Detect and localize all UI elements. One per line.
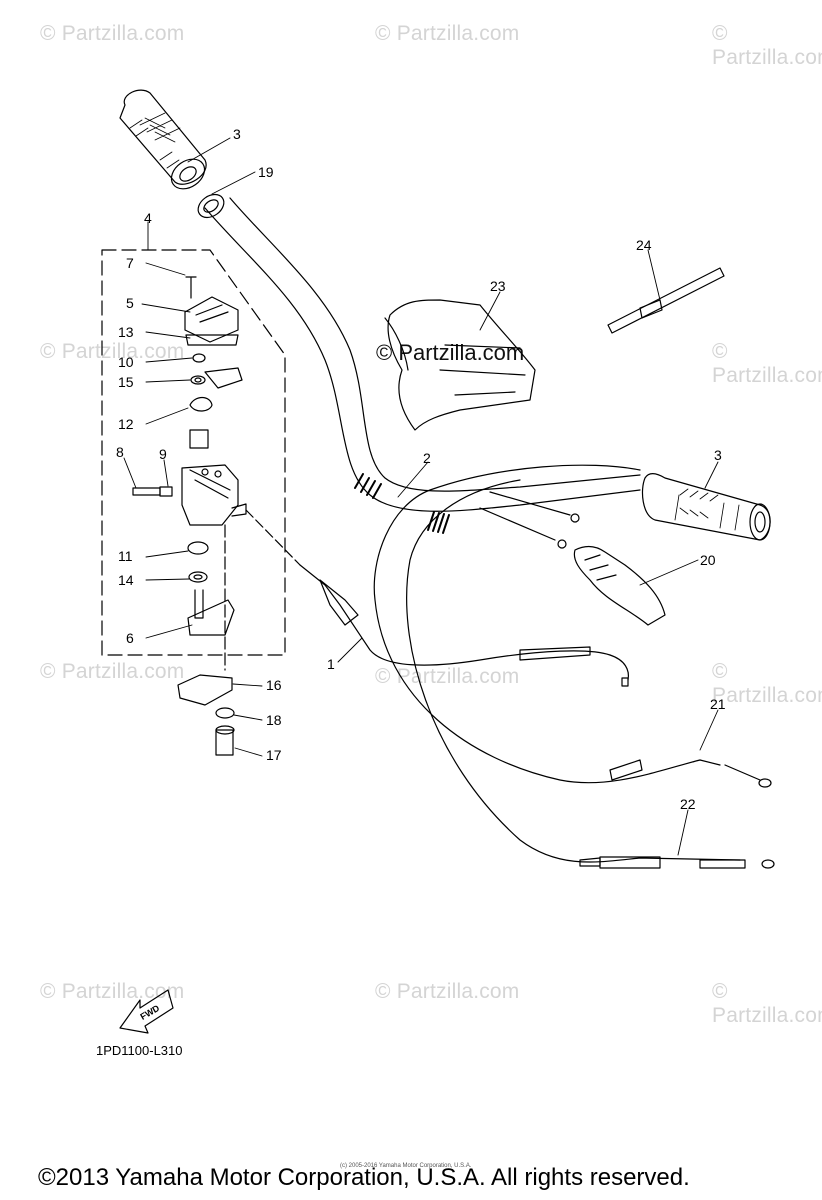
watermark: © Partzilla.com — [40, 22, 185, 45]
diagram-code: 1PD1100-L310 — [96, 1043, 183, 1058]
callout-2: 2 — [423, 450, 431, 466]
cover — [384, 299, 536, 431]
watermark: © Partzilla.com — [375, 22, 520, 45]
callout-18: 18 — [266, 712, 282, 728]
copyright-notice: ©2013 Yamaha Motor Corporation, U.S.A. A… — [38, 1164, 690, 1191]
callout-15: 15 — [118, 374, 134, 390]
callout-20: 20 — [700, 552, 716, 568]
left-grip — [119, 89, 207, 190]
brake-cables — [373, 464, 775, 869]
callout-16: 16 — [266, 677, 282, 693]
callout-21: 21 — [710, 696, 726, 712]
watermark: © Partzilla.com — [712, 22, 822, 69]
callout-10: 10 — [118, 354, 134, 370]
tie-strap — [607, 267, 725, 334]
callout-22: 22 — [680, 796, 696, 812]
callout-8: 8 — [116, 444, 124, 460]
callout-12: 12 — [118, 416, 134, 432]
callout-14: 14 — [118, 572, 134, 588]
fwd-arrow — [119, 989, 174, 1034]
callout-9: 9 — [159, 446, 167, 462]
callout-5: 5 — [126, 295, 134, 311]
watermark: © Partzilla.com — [712, 340, 822, 387]
boot — [573, 545, 666, 626]
watermark: © Partzilla.com — [40, 340, 185, 363]
handlebar — [204, 197, 641, 534]
throttle-cable — [245, 509, 630, 687]
small-print: (c) 2005-2016 Yamaha Motor Corporation, … — [340, 1163, 472, 1169]
fwd-label: FWD — [138, 1003, 161, 1022]
callout-13: 13 — [118, 324, 134, 340]
watermark: © Partzilla.com — [375, 980, 520, 1003]
throttle-assembly — [132, 276, 247, 756]
callout-11: 11 — [118, 548, 133, 564]
grip-ring — [197, 193, 225, 219]
callout-19: 19 — [258, 164, 274, 180]
watermark: © Partzilla.com — [40, 980, 185, 1003]
watermark: © Partzilla.com — [712, 980, 822, 1027]
callout-6: 6 — [126, 630, 134, 646]
watermark: © Partzilla.com — [712, 660, 822, 707]
watermark: © Partzilla.com — [375, 665, 520, 688]
watermark: © Partzilla.com — [40, 660, 185, 683]
callout-17: 17 — [266, 747, 282, 763]
callout-3: 3 — [233, 126, 241, 142]
callout-1: 1 — [327, 656, 335, 672]
callout-4: 4 — [144, 210, 152, 226]
callout-23: 23 — [490, 278, 506, 294]
callout-24: 24 — [636, 237, 652, 253]
right-grip — [641, 473, 771, 541]
callout-7: 7 — [126, 255, 134, 271]
callout-3: 3 — [714, 447, 722, 463]
